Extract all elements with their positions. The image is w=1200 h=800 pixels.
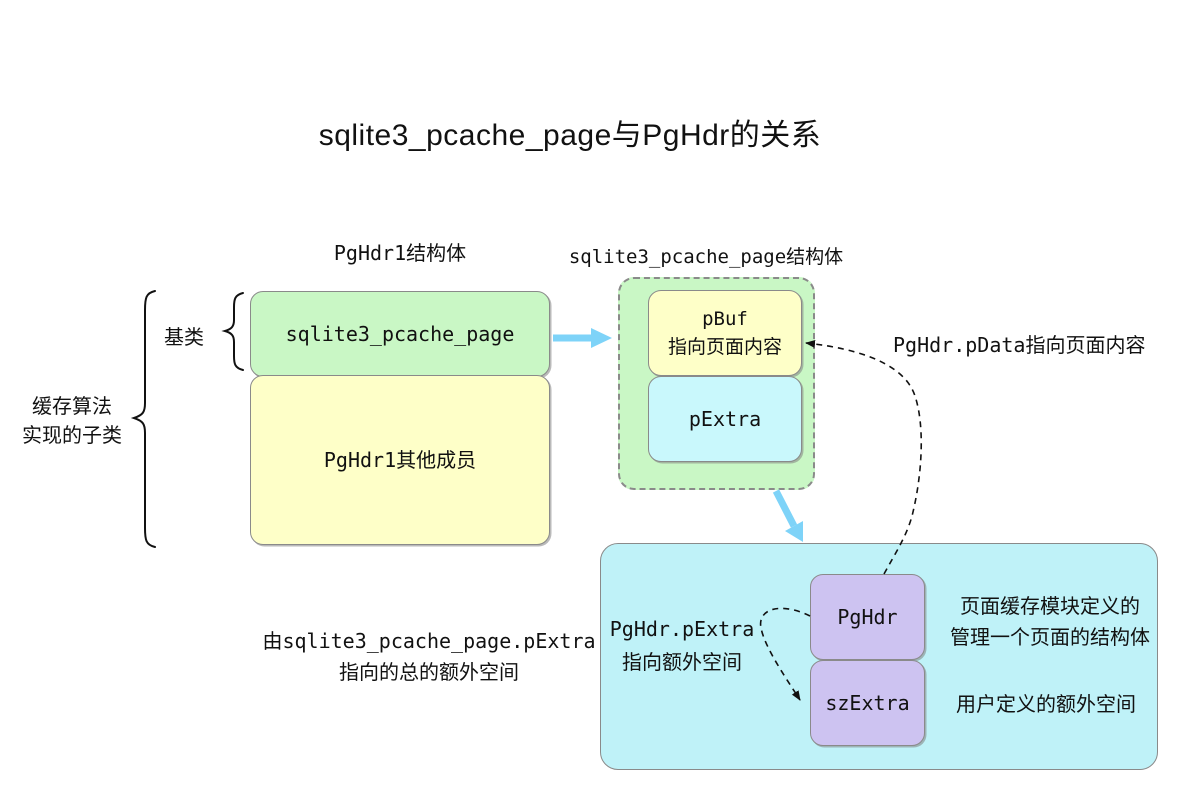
- szextra-box: szExtra: [810, 660, 925, 746]
- subclass-label: 缓存算法 实现的子类: [12, 392, 132, 450]
- szextra-box-label: szExtra: [825, 691, 910, 715]
- pextra-box: pExtra: [648, 376, 802, 462]
- pghdr-box-label: PgHdr: [837, 605, 898, 629]
- arrow-down-icon: [772, 489, 803, 542]
- pbuf-box: pBuf 指向页面内容: [648, 290, 802, 376]
- members-box: PgHdr1其他成员: [250, 375, 550, 545]
- pghdr-description-line1: 页面缓存模块定义的: [960, 594, 1140, 618]
- pextra-pointer-line2: 指向额外空间: [622, 650, 742, 674]
- base-class-box-label: sqlite3_pcache_page: [285, 322, 515, 346]
- pghdr-description-line2: 管理一个页面的结构体: [950, 625, 1150, 649]
- total-extra-line1: 由sqlite3_pcache_page.pExtra: [262, 629, 596, 653]
- pdata-dashed-arrow: [805, 339, 923, 575]
- pextra-pointer-line1: PgHdr.pExtra: [609, 617, 755, 641]
- pextra-box-label: pExtra: [688, 407, 762, 431]
- members-box-label: PgHdr1其他成员: [323, 448, 477, 472]
- right-structure-heading: sqlite3_pcache_page结构体: [568, 246, 844, 268]
- base-class-label: 基类: [164, 325, 204, 349]
- pbuf-box-desc: 指向页面内容: [667, 336, 782, 358]
- pghdr-box: PgHdr: [810, 574, 925, 660]
- total-extra-line2: 指向的总的额外空间: [339, 660, 519, 684]
- total-extra-annotation: 由sqlite3_pcache_page.pExtra 指向的总的额外空间: [244, 626, 614, 688]
- pextra-pointer-label: PgHdr.pExtra 指向额外空间: [592, 613, 772, 679]
- base-class-box: sqlite3_pcache_page: [250, 291, 550, 377]
- pbuf-box-name: pBuf: [702, 308, 748, 330]
- subclass-label-line2: 实现的子类: [22, 423, 122, 447]
- base-class-brace-icon: [221, 292, 244, 371]
- left-structure-heading: PgHdr1结构体: [333, 241, 467, 265]
- szextra-description: 用户定义的额外空间: [956, 692, 1136, 716]
- page-title: sqlite3_pcache_page与PgHdr的关系: [318, 119, 822, 152]
- arrow-right-icon: [553, 328, 612, 348]
- subclass-label-line1: 缓存算法: [32, 394, 112, 418]
- pghdr-description: 页面缓存模块定义的 管理一个页面的结构体: [940, 591, 1160, 653]
- pdata-annotation: PgHdr.pData指向页面内容: [893, 333, 1146, 357]
- subclass-brace-icon: [130, 290, 156, 548]
